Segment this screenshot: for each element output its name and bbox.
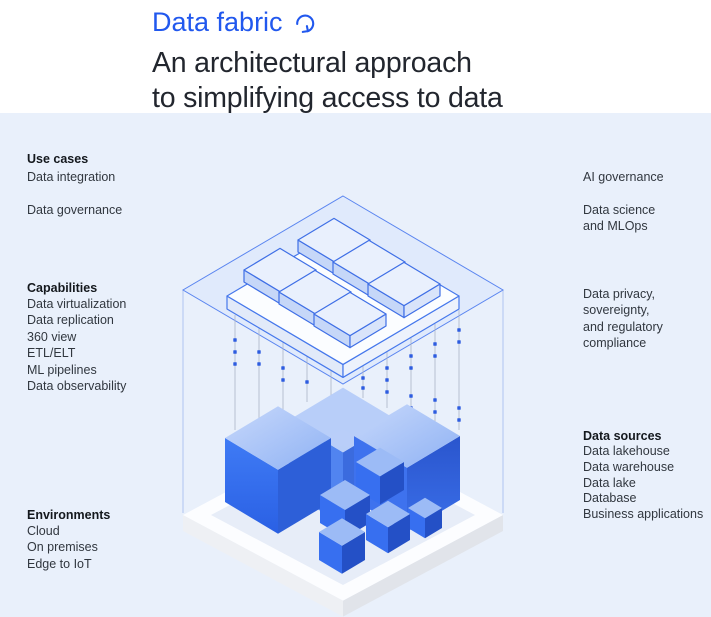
label-data-lake: Data lake xyxy=(583,475,636,490)
label-on-premises: On premises xyxy=(27,540,98,555)
data-stream-bead xyxy=(433,410,437,414)
data-stream-bead xyxy=(433,398,437,402)
data-stream-bead xyxy=(233,338,237,342)
data-sources-list: Data lakehouse Data warehouse Data lake … xyxy=(583,444,703,523)
data-stream-bead xyxy=(409,354,413,358)
label-data-replication: Data replication xyxy=(27,313,114,328)
subtitle-line-1: An architectural approach xyxy=(152,47,472,79)
environments-list: Cloud On premises Edge to IoT xyxy=(27,523,98,572)
data-stream-bead xyxy=(233,362,237,366)
cube-left xyxy=(225,406,331,534)
data-privacy-line-2: sovereignty, xyxy=(583,303,650,318)
label-data-warehouse: Data warehouse xyxy=(583,459,675,474)
label-data-privacy: Data privacy, sovereignty, and regulator… xyxy=(583,286,663,352)
data-stream-bead xyxy=(257,350,261,354)
label-database: Database xyxy=(583,491,637,506)
data-stream-bead xyxy=(385,390,389,394)
data-privacy-line-3: and regulatory xyxy=(583,319,663,334)
data-stream-bead xyxy=(457,406,461,410)
capability-tile xyxy=(367,261,441,319)
page-subtitle: An architectural approach to simplifying… xyxy=(152,46,503,116)
data-stream-bead xyxy=(409,394,413,398)
data-stream-bead xyxy=(457,418,461,422)
data-science-line-2: and MLOps xyxy=(583,219,648,234)
data-stream-bead xyxy=(233,350,237,354)
cube-small xyxy=(319,518,365,574)
data-stream-bead xyxy=(361,376,365,380)
data-stream-bead xyxy=(457,340,461,344)
capability-tile xyxy=(313,291,387,349)
header: Data fabric An architectural approach to… xyxy=(152,5,503,116)
capabilities-header: Capabilities xyxy=(27,281,98,295)
environments-header: Environments xyxy=(27,508,111,522)
data-stream-bead xyxy=(409,366,413,370)
subtitle-line-2: to simplifying access to data xyxy=(152,82,503,114)
label-data-virtualization: Data virtualization xyxy=(27,297,127,311)
data-stream-bead xyxy=(433,342,437,346)
data-science-line-1: Data science xyxy=(583,203,656,217)
data-privacy-line-4: compliance xyxy=(583,336,647,351)
label-data-lakehouse: Data lakehouse xyxy=(583,444,670,458)
cube-small xyxy=(408,497,442,539)
use-cases-header: Use cases xyxy=(27,152,89,166)
clockwise-rotate-arrow-icon xyxy=(295,14,314,33)
page-title: Data fabric xyxy=(152,7,283,37)
data-stream-bead xyxy=(281,378,285,382)
label-data-integration: Data integration xyxy=(27,170,116,184)
data-stream-bead xyxy=(281,366,285,370)
data-sources-header: Data sources xyxy=(583,429,662,443)
capabilities-list: Data virtualization Data replication 360… xyxy=(27,296,126,394)
label-cloud: Cloud xyxy=(27,524,60,538)
data-stream-bead xyxy=(433,354,437,358)
title-link[interactable]: Data fabric xyxy=(152,5,503,39)
data-stream-bead xyxy=(385,366,389,370)
label-ml-pipelines: ML pipelines xyxy=(27,362,97,377)
data-stream-bead xyxy=(457,328,461,332)
cube-small xyxy=(356,447,404,505)
data-privacy-line-1: Data privacy, xyxy=(583,287,656,301)
label-360-view: 360 view xyxy=(27,329,77,344)
label-edge-to-iot: Edge to IoT xyxy=(27,556,92,571)
label-business-applications: Business applications xyxy=(583,507,704,522)
cube-small xyxy=(366,500,410,554)
data-stream-bead xyxy=(385,378,389,382)
data-stream-bead xyxy=(361,386,365,390)
label-data-observability: Data observability xyxy=(27,379,127,394)
label-etl-elt: ETL/ELT xyxy=(27,346,76,361)
label-ai-governance: AI governance xyxy=(583,170,664,184)
label-data-science-mlops: Data science and MLOps xyxy=(583,202,655,235)
label-data-governance: Data governance xyxy=(27,203,123,217)
data-stream-bead xyxy=(305,380,309,384)
data-stream-bead xyxy=(257,362,261,366)
